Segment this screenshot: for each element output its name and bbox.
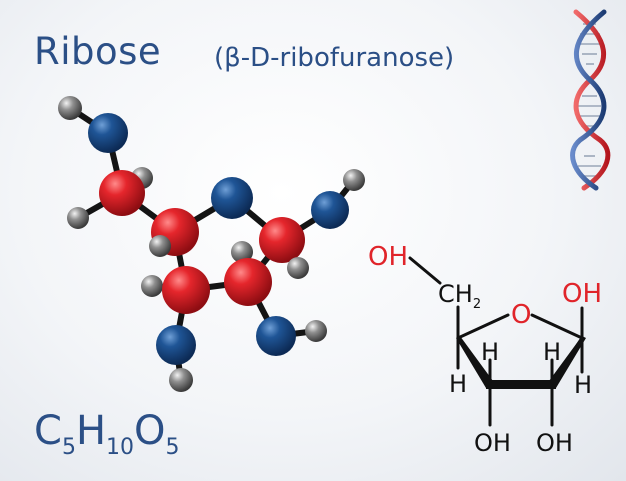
atom-hydrogen: [287, 257, 309, 279]
label-ring-oxygen: O: [511, 300, 531, 330]
ring-wedge-left: [456, 336, 493, 388]
label-ch2-subscript: 2: [473, 297, 481, 312]
molecule-subtitle: (β-D-ribofuranose): [214, 43, 455, 73]
label-oh-bottom-right: OH: [536, 429, 573, 457]
atom-carbon: [99, 170, 145, 216]
atom-carbon: [224, 258, 272, 306]
dna-helix-icon: [570, 9, 611, 191]
label-oh-right: OH: [562, 279, 602, 309]
formula-element-h: H: [75, 408, 107, 454]
structural-formula: OH CH2 O OH H H H H OH OH: [368, 242, 602, 457]
chemical-formula: C5H10O5: [34, 408, 180, 460]
formula-count-c: 5: [61, 435, 76, 460]
ball-and-stick-model: [58, 96, 365, 392]
atom-hydrogen: [67, 207, 89, 229]
label-ch2-main: CH: [438, 280, 473, 308]
atom-hydrogen: [343, 169, 365, 191]
formula-count-h: 10: [106, 435, 135, 460]
atom-carbon: [259, 217, 305, 263]
atom-hydrogen: [305, 320, 327, 342]
atom-carbon: [162, 266, 210, 314]
atom-hydrogen: [141, 275, 163, 297]
ring-front-bond: [486, 380, 556, 389]
label-h-right-outer: H: [574, 371, 592, 399]
atom-hydrogen: [231, 241, 253, 263]
atom-hydrogen: [149, 235, 171, 257]
label-oh-top-left: OH: [368, 242, 408, 272]
label-h-left-outer: H: [449, 370, 467, 398]
ring-wedge-right: [549, 336, 586, 388]
atom-oxygen: [156, 325, 196, 365]
formula-count-o: 5: [165, 435, 180, 460]
formula-element-c: C: [34, 408, 62, 454]
atom-oxygen: [211, 177, 253, 219]
atom-hydrogen: [169, 368, 193, 392]
formula-element-o: O: [134, 408, 166, 454]
label-oh-bottom-left: OH: [474, 429, 511, 457]
atom-oxygen: [256, 316, 296, 356]
atom-oxygen: [88, 113, 128, 153]
label-h-right-inner: H: [543, 338, 561, 366]
label-h-left-inner: H: [481, 338, 499, 366]
molecule-title: Ribose: [34, 30, 162, 73]
atom-oxygen: [311, 191, 349, 229]
atom-hydrogen: [58, 96, 82, 120]
label-ch2: CH2: [438, 280, 481, 312]
